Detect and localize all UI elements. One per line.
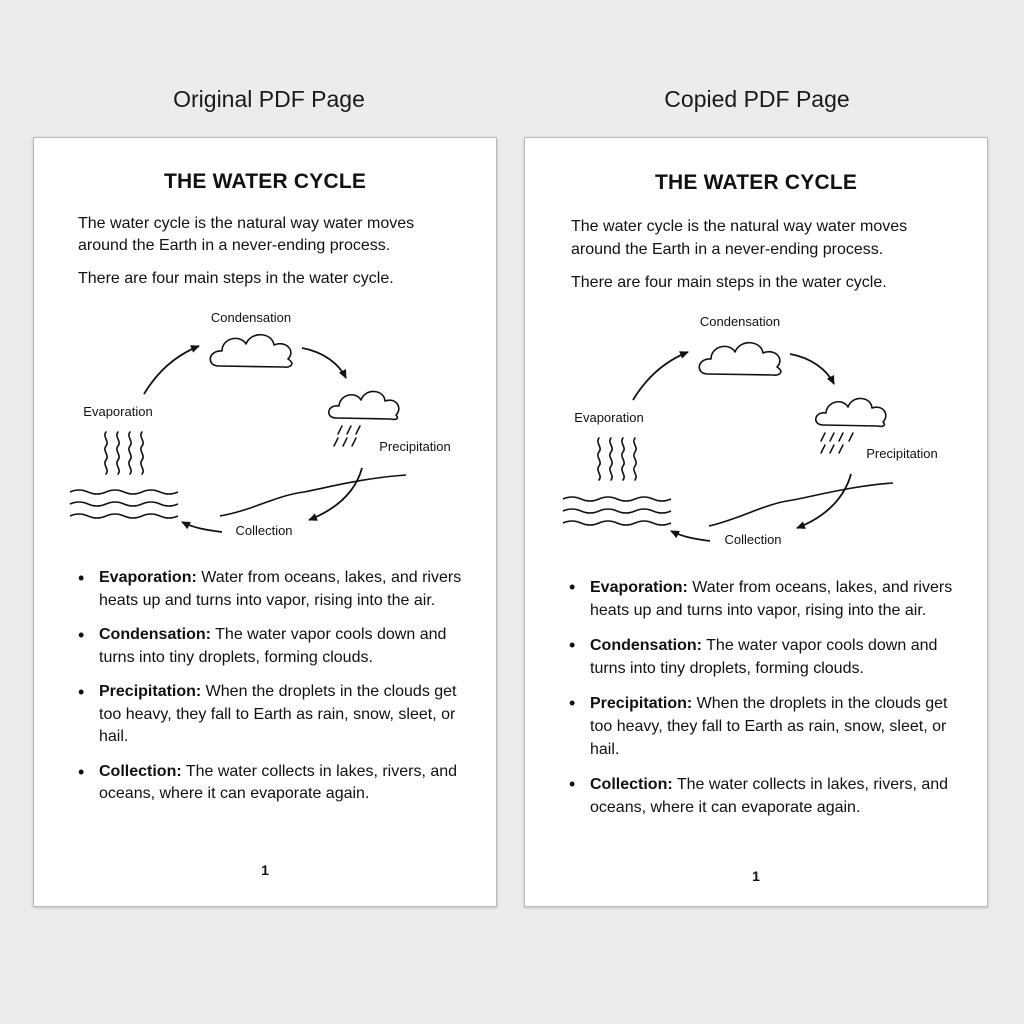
water-cycle-diagram: Condensation Evaporation Precipitation C…	[69, 310, 451, 538]
rain-cloud-icon	[815, 397, 887, 454]
list-item: Evaporation: Water from oceans, lakes, a…	[78, 567, 478, 612]
cycle-arrow-icon	[632, 351, 852, 542]
list-item: Collection: The water collects in lakes,…	[78, 761, 478, 806]
list-item: Condensation: The water vapor cools down…	[569, 634, 969, 680]
vapor-icon	[597, 437, 637, 481]
water-waves-icon	[69, 489, 179, 519]
steps-list: Evaporation: Water from oceans, lakes, a…	[78, 567, 478, 806]
list-item: Evaporation: Water from oceans, lakes, a…	[569, 576, 969, 622]
rain-cloud-icon	[328, 390, 400, 447]
document-title: THE WATER CYCLE	[163, 170, 367, 193]
original-pdf-page: THE WATER CYCLE The water cycle is the n…	[33, 137, 497, 907]
land-line-icon	[708, 482, 894, 527]
vapor-icon	[104, 431, 144, 475]
document-title: THE WATER CYCLE	[654, 171, 858, 194]
original-page-label: Original PDF Page	[173, 86, 365, 112]
cycle-arrow-icon	[143, 345, 363, 533]
collection-label: Collection	[235, 523, 292, 538]
cloud-icon	[209, 333, 293, 368]
steps-intro-paragraph: There are four main steps in the water c…	[78, 270, 394, 287]
copied-page-label: Copied PDF Page	[664, 86, 850, 112]
steps-list: Evaporation: Water from oceans, lakes, a…	[569, 576, 969, 819]
page-number: 1	[752, 868, 760, 884]
page-number: 1	[261, 862, 269, 878]
precipitation-label: Precipitation	[866, 446, 938, 461]
evaporation-label: Evaporation	[83, 404, 152, 419]
precipitation-label: Precipitation	[379, 439, 451, 454]
land-line-icon	[219, 474, 407, 517]
evaporation-label: Evaporation	[574, 410, 643, 425]
intro-paragraph: The water cycle is the natural way water…	[78, 215, 415, 254]
intro-paragraph: The water cycle is the natural way water…	[571, 218, 908, 258]
list-item: Condensation: The water vapor cools down…	[78, 624, 478, 669]
list-item: Precipitation: When the droplets in the …	[78, 681, 478, 749]
steps-intro-paragraph: There are four main steps in the water c…	[571, 274, 887, 291]
condensation-label: Condensation	[211, 310, 291, 325]
copied-pdf-page: THE WATER CYCLE The water cycle is the n…	[524, 137, 988, 907]
collection-label: Collection	[724, 532, 781, 547]
condensation-label: Condensation	[700, 314, 780, 329]
water-cycle-diagram: Condensation Evaporation Precipitation C…	[562, 314, 938, 547]
list-item: Collection: The water collects in lakes,…	[569, 773, 969, 819]
water-waves-icon	[562, 496, 672, 526]
cloud-icon	[698, 341, 782, 376]
list-item: Precipitation: When the droplets in the …	[569, 692, 969, 761]
